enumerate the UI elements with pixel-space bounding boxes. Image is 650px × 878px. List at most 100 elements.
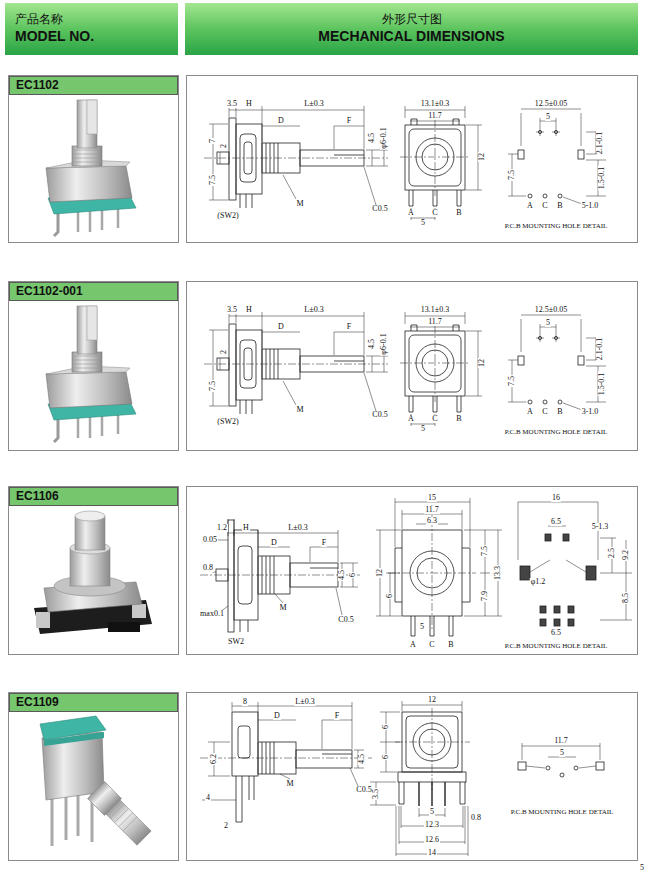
- encoder-photo: [42, 732, 104, 800]
- dimension-drawing: [228, 520, 234, 632]
- dimension-drawing: [508, 154, 526, 196]
- dimension-drawing: [334, 155, 364, 156]
- header-bars: [5, 3, 638, 55]
- dimension-label: 0.8: [470, 814, 482, 822]
- panel-frame: [187, 487, 638, 655]
- dimension-drawing: [209, 124, 228, 200]
- panel-frame: [9, 487, 179, 655]
- dimension-label: 12: [427, 696, 437, 704]
- dimension-label: 2: [220, 349, 228, 355]
- dimension-label: 0.05: [202, 536, 218, 544]
- dimension-drawing: [258, 547, 338, 562]
- dimension-label: 11.7: [424, 506, 440, 514]
- dimension-drawing: [240, 194, 252, 208]
- dimension-drawing: [395, 548, 470, 602]
- dimension-label: (SW2): [216, 212, 239, 220]
- dimension-label: P.C.B MOUNTING HOLE DETAIL: [504, 429, 609, 436]
- dimension-drawing: [563, 534, 569, 541]
- encoder-photo: [34, 511, 152, 634]
- dimension-drawing: [310, 568, 338, 569]
- dimension-drawing: [249, 776, 254, 800]
- encoder-photo: [110, 804, 137, 831]
- panel-frame: [9, 76, 638, 861]
- dimension-label: C0.5: [337, 616, 354, 624]
- dimension-drawing: [536, 128, 560, 136]
- dimension-label: D: [277, 117, 285, 125]
- dimension-label: 2.1-0.1: [596, 131, 604, 156]
- dimension-drawing: [290, 563, 338, 587]
- dimension-drawing: [596, 762, 604, 770]
- dimension-drawing: [202, 742, 236, 800]
- dimension-drawing: [229, 118, 236, 200]
- dimension-label: L±0.3: [303, 306, 324, 314]
- dimension-drawing: [240, 620, 248, 632]
- node-heading: EC1109: [16, 694, 171, 711]
- dimension-drawing: [554, 606, 560, 613]
- dimension-label: 5: [545, 113, 551, 121]
- dimension-label: 3.5: [372, 788, 380, 800]
- dimension-drawing: [204, 106, 606, 220]
- dimension-label: 7.5: [481, 545, 489, 557]
- header-bars: [185, 3, 638, 55]
- dimension-label: M: [285, 780, 294, 788]
- dimension-label: 5: [420, 425, 426, 433]
- panel-frame: [187, 693, 638, 861]
- dimension-drawing: [200, 701, 604, 856]
- dimension-drawing: [409, 190, 461, 206]
- model-band: EC1102-001: [9, 282, 178, 301]
- dimension-label: SW2: [227, 638, 245, 646]
- dimension-label: 5: [419, 623, 425, 631]
- encoder-photo: [77, 100, 97, 148]
- dimension-drawing: [216, 569, 228, 581]
- dimension-label: 13.3: [494, 565, 502, 581]
- dimension-drawing: [521, 109, 581, 146]
- dimension-label: D: [273, 712, 281, 720]
- dimension-drawing: [262, 126, 364, 149]
- header-band: 外形尺寸图MECHANICAL DIMENSIONS: [185, 3, 638, 55]
- dimension-label: D: [270, 539, 278, 547]
- dimension-label: C0.5: [355, 786, 372, 794]
- dimension-drawing: [217, 152, 229, 164]
- dimension-drawing: [236, 776, 242, 822]
- dimension-label: 11.7: [553, 737, 569, 745]
- dimension-label: 6: [386, 593, 394, 599]
- dimension-drawing: [558, 194, 562, 198]
- dimension-drawing: [229, 106, 364, 149]
- dimension-label: 6: [382, 724, 390, 730]
- dimension-drawing: [234, 530, 258, 620]
- dimension-label: P.C.B MOUNTING HOLE DETAIL: [504, 223, 609, 230]
- dimension-drawing: [411, 616, 453, 636]
- panel-frame: [187, 282, 638, 451]
- dimension-label: 5: [559, 749, 565, 757]
- dimension-drawing: [574, 766, 578, 770]
- dimension-drawing: [568, 619, 574, 626]
- dimension-drawing: [232, 712, 258, 776]
- dimension-label: 13.1±0.3: [420, 306, 450, 314]
- dimension-label: B: [556, 408, 563, 416]
- dimension-drawing: [322, 754, 352, 755]
- dimension-drawing: [262, 742, 274, 774]
- dimension-drawing: [220, 588, 342, 615]
- dimension-drawing: [258, 720, 352, 749]
- encoder-photo: [87, 100, 97, 134]
- dimension-drawing: [262, 143, 300, 173]
- dimension-drawing: [370, 782, 396, 805]
- dimension-label: 15: [427, 494, 437, 502]
- dimension-label: 7.5: [209, 174, 217, 186]
- dimension-label: 3.5: [226, 306, 238, 314]
- dimension-label: 3-1.0: [581, 408, 600, 416]
- dimension-drawing: [236, 124, 262, 194]
- dimension-drawing: [518, 150, 524, 159]
- dimension-label: M: [278, 604, 287, 612]
- dimension-label: C: [428, 641, 435, 649]
- encoder-photo: [40, 716, 153, 847]
- panel-frame: [187, 76, 638, 243]
- dimension-label: 5: [639, 864, 645, 872]
- dimension-drawing: [528, 194, 532, 198]
- node-heading: 外形尺寸图: [195, 11, 628, 27]
- dimension-label: 8: [242, 698, 248, 706]
- dimension-drawing: [238, 546, 252, 604]
- panel-frame: [9, 693, 179, 861]
- dimension-drawing: [578, 150, 584, 159]
